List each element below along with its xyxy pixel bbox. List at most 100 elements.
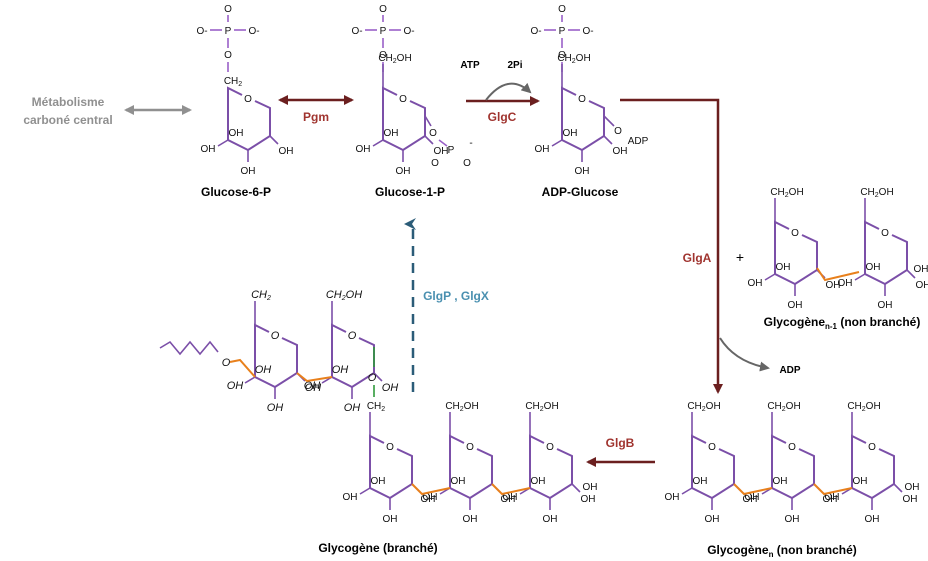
glucan-chain-zigzag [159,340,219,356]
oh-label: OH [705,514,720,525]
oh-label: OH [613,146,628,157]
oh-label: OH [535,144,550,155]
ring-oxygen: O [708,442,716,453]
ring-oxygen: O [791,228,799,239]
plus-sign: + [736,249,744,265]
c1-bond [603,115,615,127]
oh-label: OH [229,128,244,139]
glga-enzyme-label: GlgA [683,251,712,265]
oh-label: OH [423,492,438,503]
ch2-label: CH2 [367,401,385,413]
ring-oxygen: O [788,442,796,453]
atp-label: ATP [460,60,480,71]
ch2-label: CH2 [251,289,271,302]
c2-bond [424,135,434,145]
phosphate-oxygen: O [558,50,566,61]
ch2oh-label: CH2OH [767,401,800,413]
c4-bond [359,487,371,495]
oh-label: OH [693,476,708,487]
phosphate-oxygen: O [463,158,471,169]
charge-sign: - [469,138,472,149]
phosphorus-atom: P [380,26,387,37]
c2-bond [269,135,279,145]
oh-label: OH [776,262,791,273]
oh-label: OH [451,476,466,487]
adp-release-label: ADP [779,365,800,376]
c4-bond [681,487,693,495]
alpha-1-4-bond [229,358,256,378]
oh-label: OH [563,128,578,139]
oh-label: OH [531,476,546,487]
adp-release-arrow [719,337,770,372]
ring-oxygen: O [881,228,889,239]
oh-label: OH [421,494,436,505]
phosphate-oxygen: O [379,4,387,15]
oh-label: OH [853,476,868,487]
glycogen-n-1-label: Glycogènen-1 (non branché) [764,315,921,331]
c1-oxygen: O [429,128,437,139]
oh-label: OH [304,380,321,392]
oh-label: OH [543,514,558,525]
alpha-1-4-bond [411,483,451,496]
c2-bond [603,135,613,145]
phosphate-oxygen: O- [582,26,593,37]
c4-bond [217,139,229,147]
ch2oh-label: CH2OH [326,289,362,302]
glucose-1-p-label: Glucose-1-P [375,185,445,199]
oh-label: OH [788,300,803,311]
oh-label: OH [583,482,598,493]
oh-label: OH [344,402,361,414]
oh-label: OH [503,492,518,503]
ring-oxygen: O [546,442,554,453]
c1-oxygen: O [614,126,622,137]
alpha-1-4-bond [816,267,860,282]
oh-label: OH [878,300,893,311]
phosphate-oxygen: O [431,158,439,169]
c4-bond [764,273,776,281]
ring-oxygen: O [244,94,252,105]
phosphate-oxygen: O [224,4,232,15]
oh-label: OH [267,402,284,414]
oh-label: OH [255,364,272,376]
phosphorus-atom: P [225,26,232,37]
ch2oh-label: CH2OH [687,401,720,413]
ch2oh-label: CH2OH [445,401,478,413]
ring-oxygen: O [868,442,876,453]
oh-label: OH [773,476,788,487]
phosphorus-atom: P [448,145,455,156]
pgm-enzyme-label: Pgm [303,110,329,124]
c2-bond [906,269,916,279]
c2-bond [893,483,903,493]
oh-label: OH [916,280,928,291]
ring-oxygen: O [399,94,407,105]
glucose-6-p-label: Glucose-6-P [201,185,271,199]
ch2oh-label: CH2OH [557,53,590,65]
oh-label: OH [748,278,763,289]
glgc-enzyme-label: GlgC [488,110,517,124]
oh-label: OH [371,476,386,487]
glycogen-branched-label: Glycogène (branché) [318,541,437,555]
oh-label: OH [384,128,399,139]
oh-label: OH [825,492,840,503]
chain-oxygen: O [222,357,231,369]
glgb-enzyme-label: GlgB [606,436,635,450]
ring-oxygen: O [348,330,357,342]
phosphate-oxygen: O [224,50,232,61]
ring-oxygen: O [466,442,474,453]
oh-label: OH [356,144,371,155]
oh-label: OH [838,278,853,289]
c4-bond [244,376,256,384]
c4-bond [372,139,384,147]
oh-label: OH [745,492,760,503]
pi-label: 2Pi [507,60,522,71]
ch2oh-label: CH2OH [378,53,411,65]
